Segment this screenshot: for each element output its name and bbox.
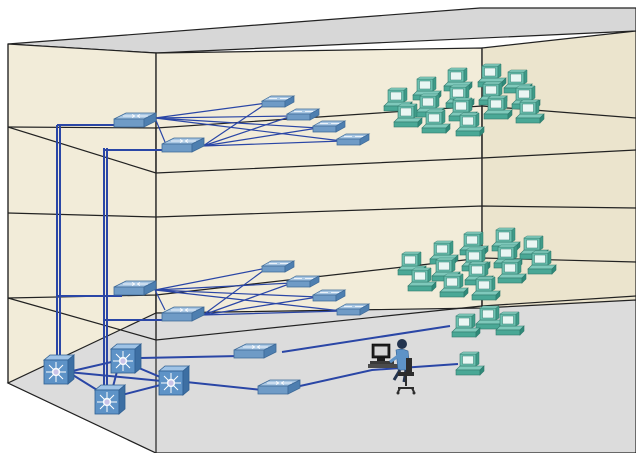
multilayer-switch-icon <box>158 365 190 396</box>
multilayer-switch-icon <box>110 343 142 374</box>
riser-links <box>56 125 108 385</box>
middle-floor-network <box>57 227 557 322</box>
ground-floor-network <box>43 305 525 415</box>
user-at-terminal-icon <box>368 339 416 395</box>
top-floor-network <box>57 63 545 153</box>
multilayer-switch-icon <box>94 384 126 415</box>
top-floor-slab <box>7 105 636 174</box>
multilayer-switch-icon <box>43 354 75 385</box>
